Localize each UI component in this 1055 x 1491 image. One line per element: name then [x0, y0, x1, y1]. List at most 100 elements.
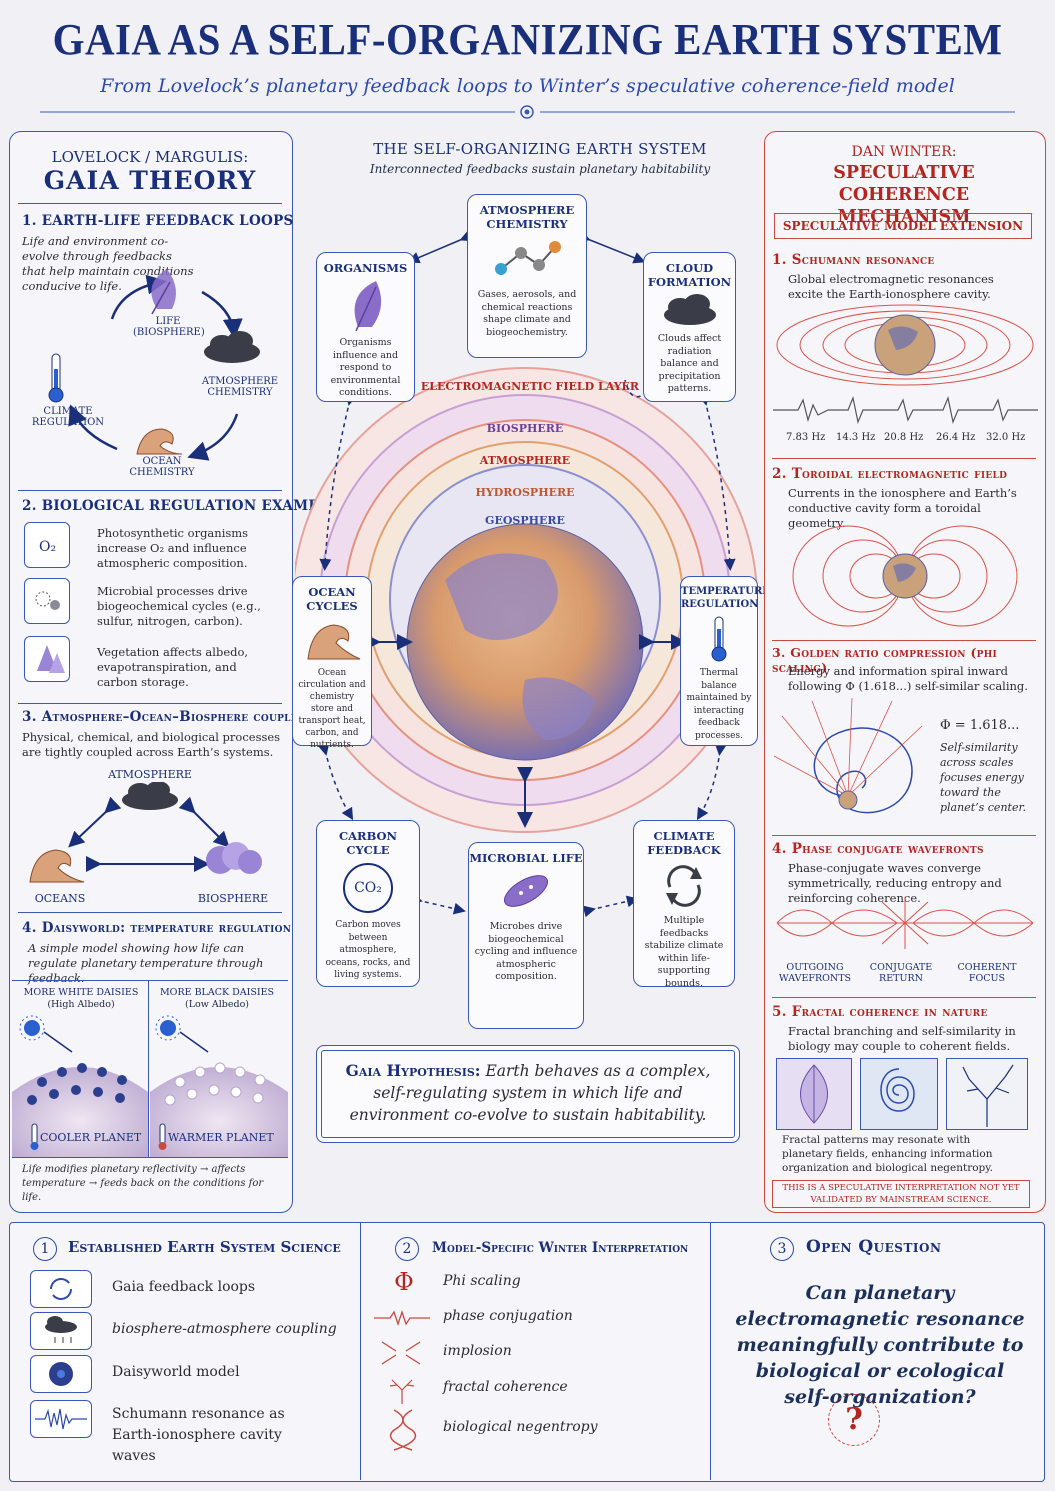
section-feedback-loops-title: 1. EARTH-LIFE FEEDBACK LOOPS: [22, 213, 294, 229]
coupling-oceans: OCEANS: [34, 892, 86, 905]
box-title: TEMPERATURE REGULATION: [681, 586, 770, 610]
coupling-atmosphere: ATMOSPHERE: [108, 768, 192, 781]
oxygen-icon: O₂: [24, 522, 70, 568]
earth-icon: [838, 790, 858, 810]
phi-title: 3. Golden ratio compression (phi scaling…: [772, 645, 998, 675]
black-daisies-sub: (Low Albedo): [185, 999, 249, 1010]
section-coupling-text: Physical, chemical, and biological proce…: [22, 730, 281, 759]
waveform-icon: [30, 1400, 92, 1438]
speculative-disclaimer: THIS IS A SPECULATIVE INTERPRETATION NOT…: [772, 1180, 1030, 1208]
divider: [18, 703, 282, 704]
feedback-loop-diagram: [48, 269, 260, 461]
label-conjugate: CONJUGATE RETURN: [869, 962, 933, 984]
box-carbon-cycle: CARBON CYCLE CO₂ Carbon moves between at…: [316, 820, 420, 987]
footer-col2-item: implosion: [443, 1343, 512, 1359]
box-text: Organisms influence and respond to envir…: [330, 337, 401, 398]
box-microbial-life: MICROBIAL LIFE Microbes drive biogeochem…: [468, 842, 584, 1029]
section-feedback-loops-text: Life and environment co-evolve through f…: [22, 234, 194, 293]
box-title: ATMOSPHERE CHEMISTRY: [479, 203, 575, 231]
footer-col2-item: Phi scaling: [443, 1273, 521, 1289]
phase-conjugate-diagram: [776, 897, 1034, 949]
section-daisyworld-text: A simple model showing how life can regu…: [28, 941, 264, 985]
question-mark-icon: ?: [828, 1394, 880, 1446]
node-atmosphere-chemistry: ATMOSPHERE CHEMISTRY: [201, 376, 279, 398]
cloud-icon: [663, 294, 716, 325]
shell-geosphere: GEOSPHERE: [485, 514, 565, 527]
shell-biosphere: BIOSPHERE: [486, 422, 564, 435]
schumann-freqs: 7.83 Hz 14.3 Hz 20.8 Hz 26.4 Hz 32.0 Hz: [776, 432, 1036, 448]
box-title: CARBON CYCLE: [338, 829, 398, 857]
page-subtitle: From Lovelock’s planetary feedback loops…: [100, 75, 955, 97]
regulation-item-1: Photosynthetic organisms increase O₂ and…: [97, 526, 249, 570]
coupling-diagram: [29, 782, 262, 883]
fractal-note: Fractal patterns may resonate with plane…: [782, 1134, 994, 1174]
implosion-icon: [381, 1341, 421, 1365]
footer-col2-item: biological negentropy: [443, 1419, 598, 1435]
node-life: LIFE (BIOSPHERE): [133, 316, 205, 338]
box-ocean-cycles: OCEAN CYCLES Ocean circulation and chemi…: [292, 576, 372, 750]
left-kicker: LOVELOCK / MARGULIS:: [51, 148, 249, 166]
cooler-planet-label: COOLER PLANET: [40, 1131, 142, 1144]
thermometer-icon: [158, 1123, 167, 1150]
shells-labels: ELECTROMAGNETIC FIELD LAYER BIOSPHERE AT…: [295, 380, 755, 530]
fractal-text: Fractal branching and self-similarity in…: [788, 1024, 1016, 1053]
sun-icon: [19, 1015, 45, 1041]
freq-label: 20.8 Hz: [884, 432, 924, 443]
oxygen-icon-label: O₂: [39, 539, 57, 555]
footer-col1-item: Gaia feedback loops: [112, 1279, 256, 1295]
cycle-arrows-icon: [666, 865, 702, 907]
leaf-icon: [151, 269, 176, 309]
footer-col1-number: 1: [33, 1237, 57, 1261]
box-cloud-formation: CLOUD FORMATION Clouds affect radiation …: [643, 252, 736, 402]
divider: [772, 640, 1036, 641]
shell-hydrosphere: HYDROSPHERE: [475, 486, 575, 499]
fractal-tree-image: [946, 1058, 1028, 1130]
divider: [18, 490, 282, 491]
box-title: CLOUD FORMATION: [647, 261, 732, 289]
footer-col1-title: Established Earth System Science: [68, 1238, 341, 1256]
warmer-planet-label: WARMER PLANET: [168, 1131, 274, 1144]
schumann-title: 1. Schumann resonance: [772, 252, 935, 268]
divider: [772, 835, 1036, 836]
coupling-biosphere: BIOSPHERE: [197, 892, 269, 905]
fractal-shell-image: [860, 1058, 938, 1130]
freq-label: 7.83 Hz: [786, 432, 826, 443]
box-text: Gases, aerosols, and chemical reactions …: [477, 289, 577, 338]
footer-col2-number: 2: [395, 1237, 419, 1261]
shell-em-field: ELECTROMAGNETIC FIELD LAYER: [420, 380, 640, 393]
open-question-text: Can planetary electromagnetic resonance …: [735, 1282, 1025, 1408]
fractal-title: 5. Fractal coherence in nature: [772, 1004, 988, 1020]
box-title: MICROBIAL LIFE: [469, 851, 583, 865]
center-title: THE SELF-ORGANIZING EARTH SYSTEM: [373, 140, 707, 158]
cycle-arrows-icon: [30, 1270, 92, 1308]
label-outgoing: OUTGOING WAVEFRONTS: [778, 962, 852, 984]
divider: [772, 458, 1036, 459]
freq-label: 14.3 Hz: [836, 432, 876, 443]
gaia-hypothesis-box: Gaia Hypothesis: Earth behaves as a comp…: [316, 1045, 740, 1143]
dna-icon: [389, 1409, 417, 1451]
cloud-rain-icon: [30, 1312, 92, 1350]
phase-conjugate-title: 4. Phase conjugate wavefronts: [772, 841, 984, 857]
footer-col2-item: phase conjugation: [443, 1308, 573, 1324]
gaia-hypothesis-label: Gaia Hypothesis:: [345, 1061, 481, 1080]
daisy-icon: [30, 1355, 92, 1393]
golden-spiral-diagram: [773, 697, 923, 814]
box-text: Multiple feedbacks stabilize climate wit…: [644, 915, 724, 989]
gaia-hypothesis-text: Gaia Hypothesis: Earth behaves as a comp…: [337, 1060, 719, 1126]
wave-icon: [136, 428, 183, 455]
fractal-leaf-image: [776, 1058, 852, 1130]
page-title: GAIA AS A SELF-ORGANIZING EARTH SYSTEM: [52, 15, 1003, 64]
box-title: OCEAN CYCLES: [306, 585, 358, 613]
footer-col2-item: fractal coherence: [443, 1379, 568, 1395]
node-ocean-chemistry: OCEAN CHEMISTRY: [129, 456, 195, 478]
label-coherent: COHERENT FOCUS: [957, 962, 1017, 984]
freq-label: 32.0 Hz: [986, 432, 1026, 443]
footer-divider: [710, 1222, 711, 1480]
molecule-icon: [495, 241, 561, 275]
thermometer-icon: [30, 1123, 39, 1150]
node-climate-regulation: CLIMATE REGULATION: [31, 406, 105, 428]
box-text: Thermal balance maintained by interactin…: [686, 668, 752, 741]
shell-atmosphere: ATMOSPHERE: [479, 454, 571, 467]
regulation-item-2: Microbial processes drive biogeochemical…: [97, 584, 261, 628]
wave-icon: [307, 624, 361, 660]
